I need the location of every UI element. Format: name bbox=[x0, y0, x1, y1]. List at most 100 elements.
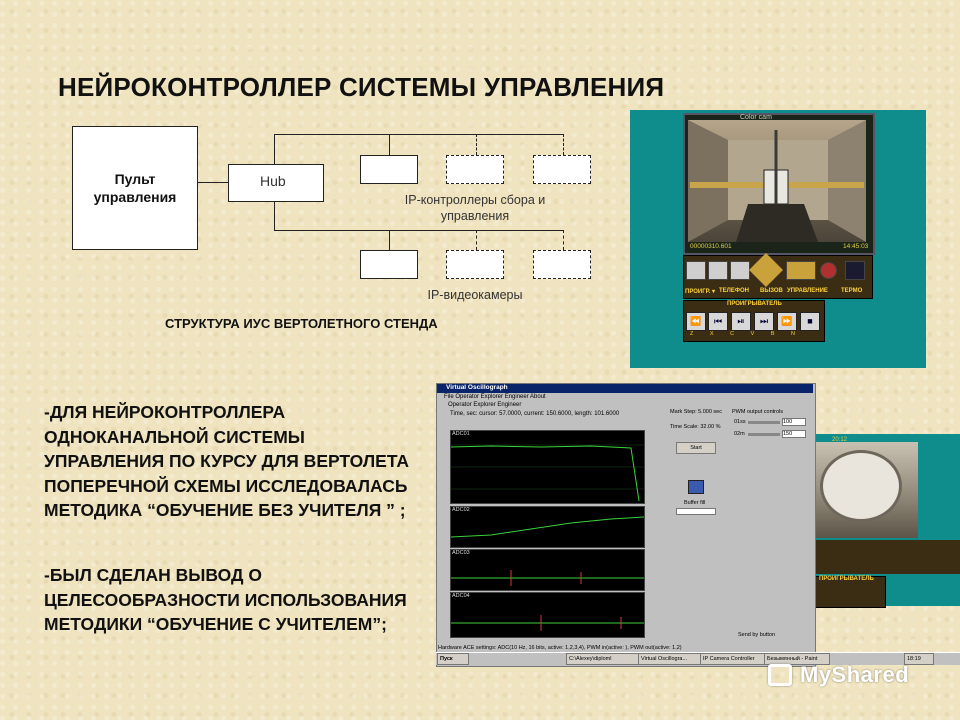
channel-plot-3 bbox=[450, 549, 645, 591]
ip-controller-box-optional bbox=[533, 155, 591, 184]
time-scale-label: Time Scale: 32.00 % bbox=[670, 424, 721, 430]
play-pause-button[interactable]: ⏯ bbox=[731, 312, 751, 331]
camera2-clock: 20:12 bbox=[832, 437, 848, 443]
slide-title: НЕЙРОКОНТРОЛЛЕР СИСТЕМЫ УПРАВЛЕНИЯ bbox=[58, 72, 665, 102]
ip-camera-box-optional bbox=[446, 250, 504, 279]
channel-label-3: ADC03 bbox=[452, 550, 470, 556]
pwm-value-2[interactable]: 150 bbox=[782, 430, 806, 438]
console-box: Пульт управления bbox=[72, 126, 198, 250]
lower-drop-1 bbox=[389, 230, 390, 250]
taskbar-clock: 18:19 bbox=[904, 653, 934, 665]
start-button[interactable]: Start bbox=[676, 442, 716, 454]
camera-menu-call[interactable]: ВЫЗОВ bbox=[760, 288, 783, 294]
hint-key: B bbox=[770, 331, 775, 337]
oscillograph-tabs[interactable]: Operator Explorer Engineer bbox=[448, 402, 522, 408]
pwm-controls-label: PWM output controls bbox=[732, 409, 784, 415]
taskbar-item-camera-controller[interactable]: IP Camera Controller bbox=[700, 653, 766, 665]
lower-drop-3 bbox=[563, 230, 564, 250]
hint-key: C bbox=[730, 331, 735, 337]
channel-plot-2 bbox=[450, 506, 645, 548]
pwm-slider-2[interactable] bbox=[748, 433, 780, 436]
ip-controller-box bbox=[360, 155, 418, 184]
monitor-icon[interactable] bbox=[845, 261, 865, 280]
mark-step-label: Mark Step: 5.000 sec bbox=[670, 409, 722, 415]
ip-camera-box-optional bbox=[533, 250, 591, 279]
ip-controller-box-optional bbox=[446, 155, 504, 184]
buffer-icon bbox=[688, 480, 704, 494]
buffer-progress bbox=[676, 508, 716, 515]
previous-button[interactable]: ⏮ bbox=[708, 312, 728, 331]
camera2-player-label: ПРОИГРЫВАТЕЛЬ bbox=[819, 576, 874, 582]
stop-button[interactable]: ■ bbox=[800, 312, 820, 331]
rewind-button[interactable]: ⏪ bbox=[686, 312, 706, 331]
camera-menu-control[interactable]: УПРАВЛЕНИЕ bbox=[787, 288, 828, 294]
gauge-dial-image bbox=[820, 450, 902, 522]
structure-caption: СТРУКТУРА ИУС ВЕРТОЛЕТНОГО СТЕНДА bbox=[165, 316, 438, 331]
camera-label: Color cam bbox=[740, 114, 772, 121]
camera-view-image bbox=[688, 120, 866, 242]
camera-menu-play[interactable]: ПРОИГР. ▾ bbox=[685, 289, 716, 295]
lower-bus-line bbox=[274, 230, 564, 231]
send-by-button-checkbox[interactable]: Send by button bbox=[738, 632, 776, 638]
ip-controllers-caption: IP-контроллеры сбора и управления bbox=[404, 193, 546, 223]
channel-label-4: ADC04 bbox=[452, 593, 470, 599]
console-hub-link bbox=[198, 182, 228, 183]
camera-menu-thermo[interactable]: ТЕРМО bbox=[841, 288, 863, 294]
paragraph-unsupervised: -ДЛЯ НЕЙРОКОНТРОЛЛЕРА ОДНОКАНАЛЬНОЙ СИСТ… bbox=[44, 402, 410, 520]
camera2-control-panel bbox=[814, 540, 960, 574]
upper-drop-1 bbox=[389, 134, 390, 155]
hint-key: Z bbox=[690, 331, 694, 337]
upper-drop-2 bbox=[476, 134, 477, 155]
zoom-controls[interactable] bbox=[786, 261, 816, 280]
player-label: ПРОИГРЫВАТЕЛЬ bbox=[727, 301, 782, 307]
player-hint-keys: Z X C V B N bbox=[690, 331, 795, 337]
channel-trace-3 bbox=[451, 570, 644, 586]
lower-drop-2 bbox=[476, 230, 477, 250]
oscillograph-title: Virtual Oscillograph bbox=[446, 384, 508, 391]
start-button[interactable]: Пуск bbox=[437, 653, 469, 665]
channel-plot-1 bbox=[450, 430, 645, 504]
camera-timestamp: 00000310.601 bbox=[690, 243, 732, 250]
pwm-slider-1[interactable] bbox=[748, 421, 780, 424]
chart-icon[interactable] bbox=[730, 261, 750, 280]
taskbar-item-folder[interactable]: C:\Alexey\diploml bbox=[566, 653, 640, 665]
channel-trace-4 bbox=[451, 615, 644, 631]
oscillograph-titlebar[interactable] bbox=[437, 384, 813, 393]
oscillograph-menu[interactable]: File Operator Explorer Engineer About bbox=[444, 394, 546, 400]
hint-key: X bbox=[709, 331, 714, 337]
fast-forward-button[interactable]: ⏩ bbox=[777, 312, 797, 331]
ip-camera-box bbox=[360, 250, 418, 279]
oscillograph-cursor-info: Time, sec: cursor: 57.0000, current: 150… bbox=[450, 411, 620, 417]
camera-clock: 14:45:03 bbox=[843, 243, 869, 250]
camera-menu-phone[interactable]: ТЕЛЕФОН bbox=[719, 288, 749, 294]
taskbar-item-paint[interactable]: Безымянный - Paint bbox=[764, 653, 830, 665]
hub-upper-link bbox=[274, 134, 275, 164]
helicopter-stand-image bbox=[688, 120, 866, 242]
hint-key: N bbox=[791, 331, 796, 337]
ip-cameras-caption: IP-видеокамеры bbox=[427, 288, 523, 302]
taskbar-item-oscillograph[interactable]: Virtual Oscillogra... bbox=[638, 653, 702, 665]
next-button[interactable]: ⏭ bbox=[754, 312, 774, 331]
hub-box: Hub bbox=[228, 164, 324, 202]
channel-label-1: ADC01 bbox=[452, 431, 470, 437]
upper-drop-3 bbox=[563, 134, 564, 155]
channel-label-2: ADC02 bbox=[452, 507, 470, 513]
hub-label: Hub bbox=[260, 173, 286, 189]
record-icon[interactable] bbox=[820, 262, 837, 279]
paragraph-supervised: -БЫЛ СДЕЛАН ВЫВОД О ЦЕЛЕСООБРАЗНОСТИ ИСП… bbox=[44, 565, 407, 634]
watermark-logo-icon bbox=[768, 664, 792, 686]
channel-trace-1 bbox=[450, 444, 644, 502]
oscillograph-status: Hardware ACE settings: ADC(10 Hz, 16 bit… bbox=[438, 645, 682, 651]
hub-lower-link bbox=[274, 202, 275, 230]
photo-icon[interactable] bbox=[708, 261, 728, 280]
channel-trace-2 bbox=[450, 516, 645, 538]
console-label: Пульт управления bbox=[93, 171, 177, 205]
pwm-value-1[interactable]: 100 bbox=[782, 418, 806, 426]
hint-key: V bbox=[750, 331, 755, 337]
pwm-row-2: 02m bbox=[734, 431, 745, 437]
pwm-row-1: 01ss bbox=[734, 419, 746, 425]
camera-icon[interactable] bbox=[686, 261, 706, 280]
channel-plot-4 bbox=[450, 592, 645, 638]
camera2-player-panel bbox=[814, 576, 886, 608]
buffer-fill-label: Buffer fill bbox=[684, 500, 706, 506]
